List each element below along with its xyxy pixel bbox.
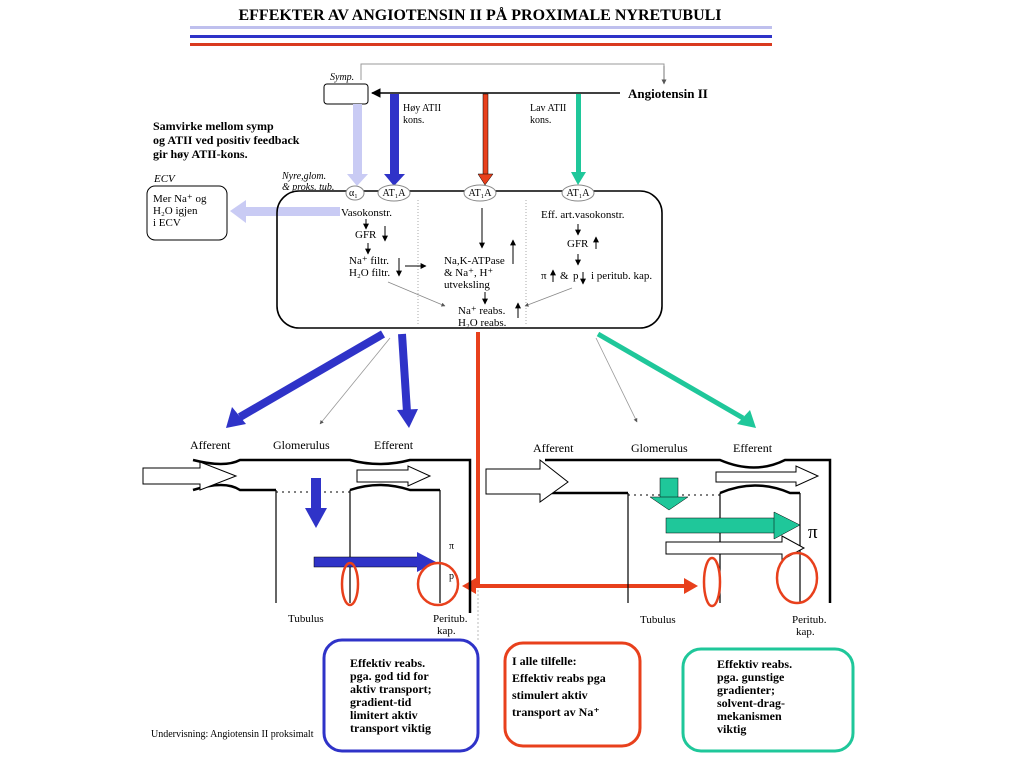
right-peritub-circle	[775, 551, 819, 605]
right-tubulus-label: Tubulus	[640, 614, 676, 626]
blue-efferent-arrow	[397, 333, 418, 428]
nak-line-2: & Na⁺, H⁺	[444, 267, 493, 279]
teal-box-line-3: gradienter;	[717, 683, 775, 697]
p-symbol: p	[573, 270, 579, 282]
blue-diagonal-arrow	[226, 330, 386, 428]
title-underlines	[190, 26, 772, 46]
ecv-label: ECV	[153, 173, 176, 185]
teal-box-line-5: mekanismen	[717, 709, 782, 723]
at1a-receptor-1	[377, 184, 411, 202]
right-to-reabs	[524, 287, 573, 307]
to-ecv-arrow	[230, 200, 340, 223]
nyre-label-2: & proks. tub.	[282, 182, 334, 193]
blue-box-line-4: gradient-tid	[350, 695, 412, 709]
right-pi-label: π	[808, 522, 818, 543]
nak-line-1: Na,K-ATPase	[444, 255, 505, 267]
right-afferent-label: Afferent	[533, 441, 574, 455]
blue-box-line-6: transport viktig	[350, 721, 431, 735]
page-title: EFFEKTER AV ANGIOTENSIN II PÅ PROXIMALE …	[238, 6, 721, 24]
left-efferent-label: Efferent	[374, 438, 414, 452]
at1a-label-1: AT₁A	[383, 188, 407, 199]
amp-symbol: &	[560, 270, 569, 282]
angiotensin-label: Angiotensin II	[628, 86, 708, 101]
ecv-box-line-3: i ECV	[153, 217, 181, 229]
thin-right-arrow	[595, 337, 638, 423]
symp-feedback-line	[360, 63, 665, 80]
teal-box-line-2: pga. gunstige	[717, 670, 785, 684]
h2o-filtr-label: H₂O filtr.	[349, 267, 390, 279]
right-nephron: Afferent Glomerulus Efferent π Tubulus P…	[485, 441, 832, 638]
peritub-kap-label: i peritub. kap.	[591, 270, 652, 282]
ecv-box	[146, 185, 228, 241]
ecv-box-line-1: Mer Na⁺ og	[153, 193, 207, 205]
left-tubulus-label: Tubulus	[288, 613, 324, 625]
right-efferent-label: Efferent	[733, 441, 773, 455]
samvirke-line-3: gir høy ATII-kons.	[153, 147, 248, 161]
gfr-left-label: GFR	[355, 229, 377, 241]
thin-left-arrow	[319, 337, 391, 425]
teal-summary-box	[681, 647, 855, 753]
at1a-label-3: AT₁A	[567, 188, 591, 199]
ecv-box-line-2: H₂O igjen	[153, 205, 198, 217]
blue-box-line-2: pga. god tid for	[350, 669, 429, 683]
red-down-arrow	[477, 93, 494, 186]
lightblue-down-arrow	[347, 104, 368, 186]
teal-box-line-4: solvent-drag-	[717, 696, 785, 710]
blue-box-line-3: aktiv transport;	[350, 682, 432, 696]
red-box-line-4: transport av Na⁺	[512, 705, 600, 719]
at1a-label-2: AT₁A	[469, 188, 493, 199]
left-p-label: p	[449, 571, 454, 582]
lav-atii-kons: kons.	[530, 115, 551, 126]
lav-atii-label: Lav ATII	[530, 103, 566, 114]
left-nephron: Afferent Glomerulus Efferent π p Tubulus…	[142, 438, 472, 637]
red-box-line-1: I alle tilfelle:	[512, 654, 577, 668]
at1a-receptor-3	[561, 184, 595, 202]
na-filtr-label: Na⁺ filtr.	[349, 255, 389, 267]
left-pi-label: π	[449, 541, 454, 552]
teal-diagonal-arrow	[596, 331, 756, 428]
teal-down-arrow	[571, 94, 586, 185]
reabs-line-2: H₂O reabs.	[458, 317, 507, 329]
red-box-line-3: stimulert aktiv	[512, 688, 588, 702]
samvirke-line-2: og ATII ved positiv feedback	[153, 133, 300, 147]
teal-box-line-1: Effektiv reabs.	[717, 657, 792, 671]
left-peritub-circle	[416, 561, 460, 607]
right-peritub-label-2: kap.	[796, 626, 815, 638]
right-peritub-label-1: Peritub.	[792, 614, 827, 626]
blue-summary-box	[322, 638, 480, 753]
alpha1-label: α₁	[349, 188, 358, 199]
right-glomerulus-label: Glomerulus	[631, 441, 688, 455]
symp-box	[323, 83, 369, 105]
blue-down-arrow	[384, 94, 405, 186]
hoy-atii-label: Høy ATII	[403, 103, 441, 114]
samvirke-line-1: Samvirke mellom symp	[153, 119, 274, 133]
pi-symbol: π	[541, 270, 547, 282]
symp-label: Symp.	[330, 72, 354, 83]
left-glomerulus-label: Glomerulus	[273, 438, 330, 452]
alpha1-receptor	[345, 185, 365, 201]
left-to-reabs	[387, 281, 446, 307]
left-peritub-label-1: Peritub.	[433, 613, 468, 625]
reabs-line-1: Na⁺ reabs.	[458, 305, 506, 317]
eff-art-label: Eff. art.vasokonstr.	[541, 209, 625, 221]
red-arrowhead-right	[684, 578, 698, 594]
left-tubulus-ellipse	[340, 561, 360, 607]
nyre-label-1: Nyre,glom.	[281, 171, 326, 182]
nak-line-3: utveksling	[444, 279, 490, 291]
left-afferent-label: Afferent	[190, 438, 231, 452]
footer-note: Undervisning: Angiotensin II proksimalt	[151, 729, 314, 740]
gfr-right-label: GFR	[567, 238, 589, 250]
vasokonstr-label: Vasokonstr.	[341, 207, 392, 219]
teal-box-line-6: viktig	[717, 722, 746, 736]
left-peritub-label-2: kap.	[437, 625, 456, 637]
red-box-line-2: Effektiv reabs pga	[512, 671, 606, 685]
at1a-receptor-2	[463, 184, 497, 202]
right-tubulus-ellipse	[702, 556, 722, 608]
blue-box-line-5: limitert aktiv	[350, 708, 418, 722]
hoy-atii-kons: kons.	[403, 115, 424, 126]
red-summary-box	[503, 641, 642, 748]
blue-box-line-1: Effektiv reabs.	[350, 656, 425, 670]
